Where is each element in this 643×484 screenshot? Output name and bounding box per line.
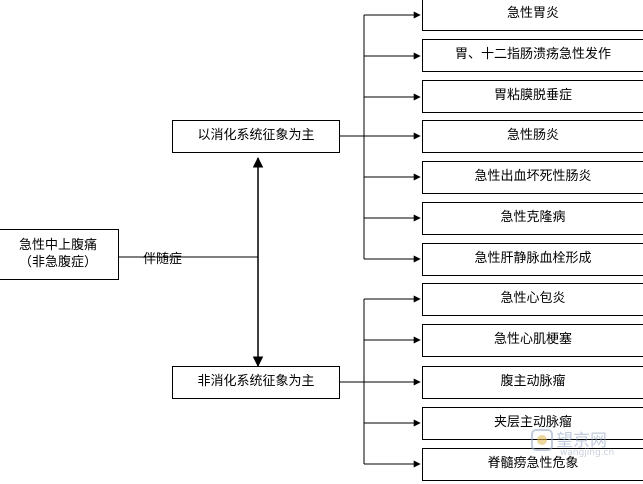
leaf-node: 脊髓痨急性危象 [422, 448, 643, 481]
root-title: 急性中上腹痛 [18, 238, 97, 254]
root-node: 急性中上腹痛 （非急腹症） [0, 229, 119, 280]
edge-label-accompanying-symptoms: 伴随症 [143, 252, 183, 267]
leaf-node: 急性心肌梗塞 [422, 324, 643, 357]
group-node-non-digestive: 非消化系统征象为主 [172, 366, 340, 399]
leaf-node: 急性克隆病 [422, 202, 643, 235]
leaf-node: 急性肝静脉血栓形成 [422, 243, 643, 276]
leaf-node: 急性肠炎 [422, 120, 643, 153]
leaf-node: 胃粘膜脱垂症 [422, 80, 643, 113]
leaf-node: 急性胃炎 [422, 0, 643, 31]
watermark-text: 望京网 [556, 431, 607, 451]
leaf-node: 急性出血坏死性肠炎 [422, 161, 643, 194]
watermark: 望京网 wangjing.cn [530, 426, 638, 460]
watermark-url: wangjing.cn [560, 448, 615, 458]
leaf-node: 胃、十二指肠溃疡急性发作 [422, 39, 643, 72]
group-node-digestive: 以消化系统征象为主 [172, 120, 340, 153]
group1-arrows [364, 11, 421, 263]
leaf-node: 腹主动脉瘤 [422, 366, 643, 399]
leaf-node: 急性心包炎 [422, 283, 643, 316]
watermark-logo-icon [531, 429, 553, 451]
root-subtitle: （非急腹症） [18, 254, 97, 270]
group2-arrows [364, 295, 421, 468]
